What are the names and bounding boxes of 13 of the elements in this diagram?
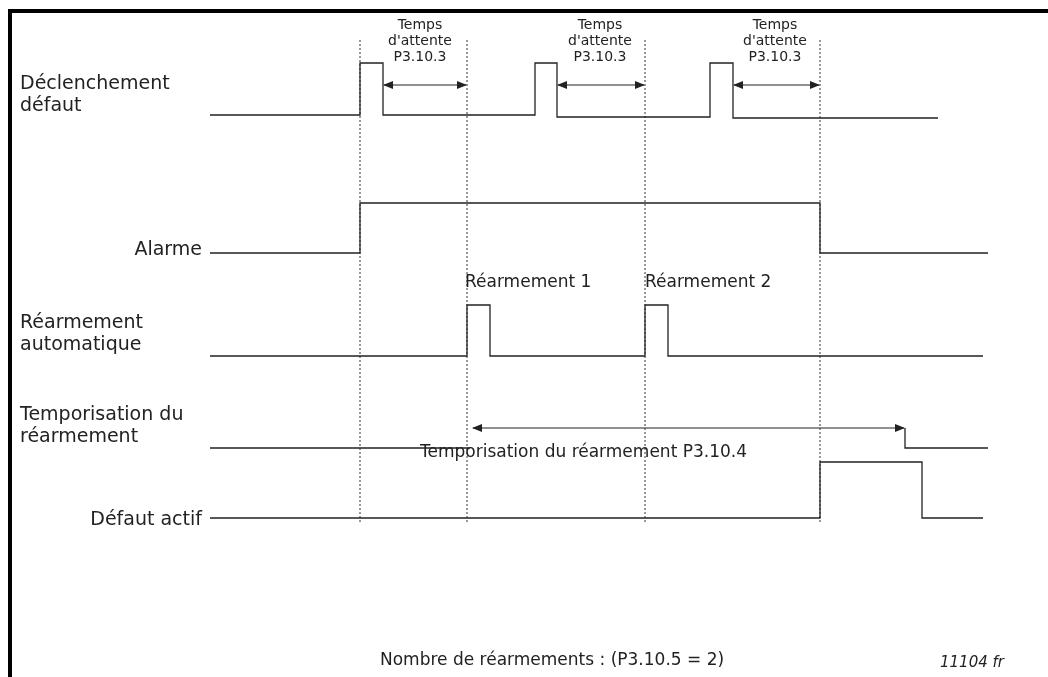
signal-label: Temporisation du réarmement bbox=[20, 403, 185, 447]
dimension-label: Temps d'attente P3.10.3 bbox=[387, 16, 453, 65]
pulse-label: Réarmement 2 bbox=[645, 272, 773, 292]
dimension-label: Temps d'attente P3.10.3 bbox=[742, 16, 808, 65]
signal-label: Déclenchement défaut bbox=[20, 72, 171, 116]
figure-code: 11104 fr bbox=[940, 654, 1006, 672]
signal-label: Réarmement automatique bbox=[20, 311, 145, 355]
caption: Nombre de réarmements : (P3.10.5 = 2) bbox=[380, 650, 726, 670]
signal-label: Défaut actif bbox=[89, 508, 202, 530]
pulse-label: Réarmement 1 bbox=[465, 272, 593, 292]
dimension-label: Temps d'attente P3.10.3 bbox=[567, 16, 633, 65]
dimension-label: Temporisation du réarmement P3.10.4 bbox=[420, 442, 749, 462]
signal-label: Alarme bbox=[133, 238, 202, 260]
